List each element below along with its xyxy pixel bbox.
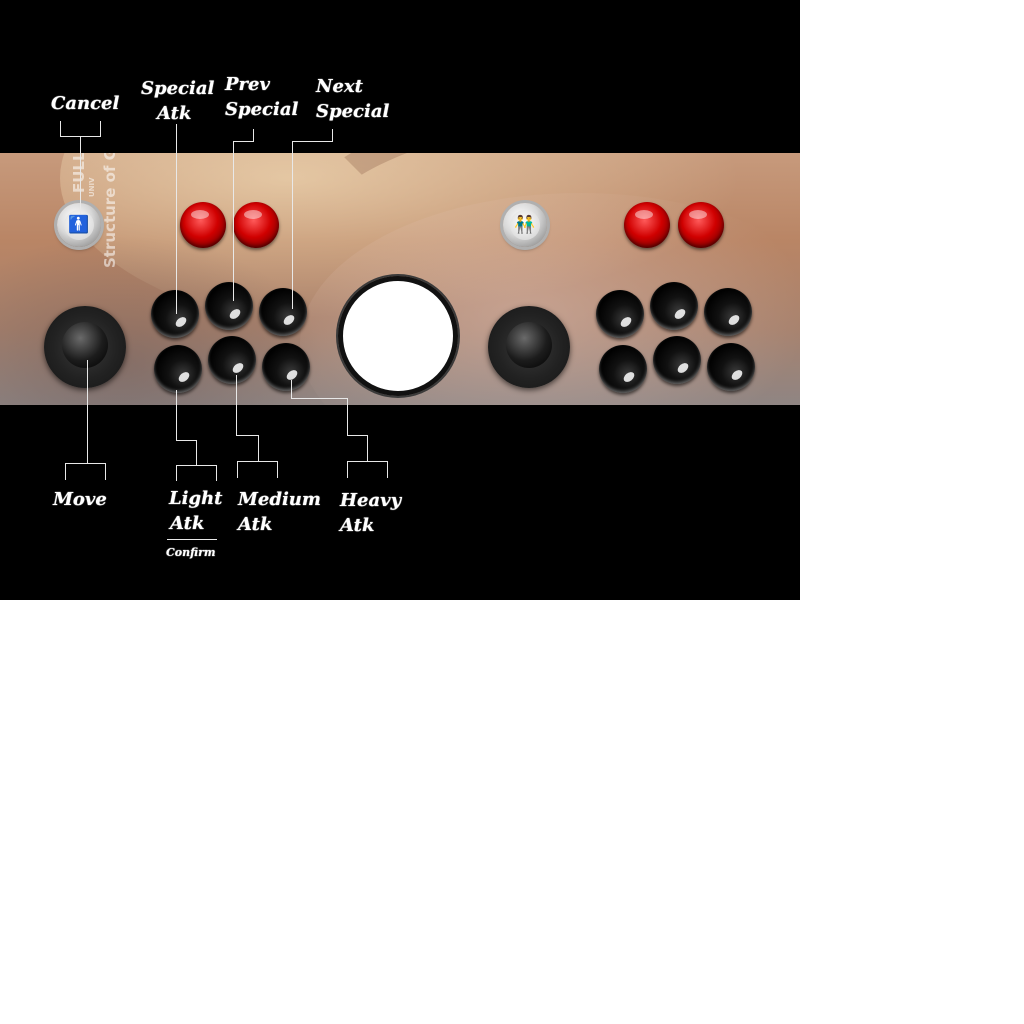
player1-red-button-1[interactable] — [180, 202, 226, 248]
callout-move — [87, 360, 88, 464]
callout-prev-special — [233, 141, 254, 142]
label-move: Move — [53, 489, 107, 510]
callout-heavy-atk — [347, 461, 388, 462]
callout-prev-special — [253, 129, 254, 142]
label-cancel: Cancel — [51, 93, 120, 114]
callout-move — [65, 463, 66, 480]
callout-light-atk — [176, 465, 177, 481]
label-next-special-line2: Special — [316, 101, 390, 122]
special-atk-button[interactable] — [151, 290, 199, 338]
control-panel-canvas: FULL UNIV Structure of G 🚹 👬 — [0, 0, 800, 600]
label-special-atk-line1: Special — [141, 78, 215, 99]
trackball[interactable] — [338, 276, 458, 396]
player1-joystick[interactable] — [44, 306, 126, 388]
player2-action-button-4[interactable] — [599, 345, 647, 393]
label-prev-special-line2: Special — [225, 99, 299, 120]
callout-next-special — [292, 141, 293, 309]
player2-red-button-1[interactable] — [624, 202, 670, 248]
callout-medium-atk — [277, 461, 278, 478]
panel-brand-line2: UNIV — [88, 177, 96, 197]
callout-move — [105, 463, 106, 480]
label-light-atk-line1: Light — [169, 488, 223, 509]
label-confirm: Confirm — [166, 546, 216, 559]
player1-start-button[interactable]: 🚹 — [57, 203, 101, 247]
callout-heavy-atk — [367, 435, 368, 462]
callout-cancel — [60, 121, 61, 137]
callout-medium-atk — [237, 461, 278, 462]
label-heavy-atk-line1: Heavy — [340, 490, 402, 511]
callout-next-special — [332, 129, 333, 142]
callout-medium-atk — [236, 435, 259, 436]
label-medium-atk-line1: Medium — [238, 489, 321, 510]
player2-action-button-5[interactable] — [653, 336, 701, 384]
callout-light-atk — [216, 465, 217, 481]
player1-joystick-ball[interactable] — [62, 322, 108, 368]
label-medium-atk-line2: Atk — [238, 514, 273, 535]
control-panel-art: FULL UNIV Structure of G — [0, 153, 800, 405]
panel-brand-line3: Structure of G — [101, 153, 119, 268]
callout-medium-atk — [258, 435, 259, 462]
player2-joystick[interactable] — [488, 306, 570, 388]
player2-joystick-ball[interactable] — [506, 322, 552, 368]
callout-heavy-atk — [347, 398, 348, 436]
callout-light-atk — [196, 440, 197, 466]
heavy-atk-button[interactable] — [262, 343, 310, 391]
callout-heavy-atk — [347, 435, 368, 436]
next-special-button[interactable] — [259, 288, 307, 336]
callout-heavy-atk — [347, 461, 348, 478]
single-person-icon: 🚹 — [64, 210, 94, 240]
player2-action-button-6[interactable] — [707, 343, 755, 391]
prev-special-button[interactable] — [205, 282, 253, 330]
label-special-atk-line2: Atk — [157, 103, 192, 124]
callout-heavy-atk — [291, 380, 292, 399]
callout-special-atk — [176, 124, 177, 314]
label-heavy-atk-line2: Atk — [340, 515, 375, 536]
label-light-atk-line2: Atk — [170, 513, 205, 534]
player2-action-button-1[interactable] — [596, 290, 644, 338]
player1-red-button-2[interactable] — [233, 202, 279, 248]
callout-cancel — [80, 136, 81, 214]
callout-light-atk — [176, 465, 217, 466]
panel-brand-line1: FULL — [70, 153, 88, 193]
callout-heavy-atk — [291, 398, 348, 399]
callout-light-atk — [176, 390, 177, 440]
callout-light-confirm-divider — [167, 539, 217, 540]
medium-atk-button[interactable] — [208, 336, 256, 384]
callout-medium-atk — [237, 461, 238, 478]
callout-move — [65, 463, 106, 464]
two-persons-icon: 👬 — [510, 210, 540, 240]
player2-start-button[interactable]: 👬 — [503, 203, 547, 247]
callout-light-atk — [176, 440, 197, 441]
callout-cancel — [100, 121, 101, 137]
player2-action-button-2[interactable] — [650, 282, 698, 330]
callout-next-special — [292, 141, 333, 142]
label-next-special-line1: Next — [316, 76, 363, 97]
player2-action-button-3[interactable] — [704, 288, 752, 336]
callout-heavy-atk — [387, 461, 388, 478]
light-atk-button[interactable] — [154, 345, 202, 393]
callout-medium-atk — [236, 375, 237, 436]
label-prev-special-line1: Prev — [225, 74, 270, 95]
player2-red-button-2[interactable] — [678, 202, 724, 248]
callout-prev-special — [233, 141, 234, 301]
